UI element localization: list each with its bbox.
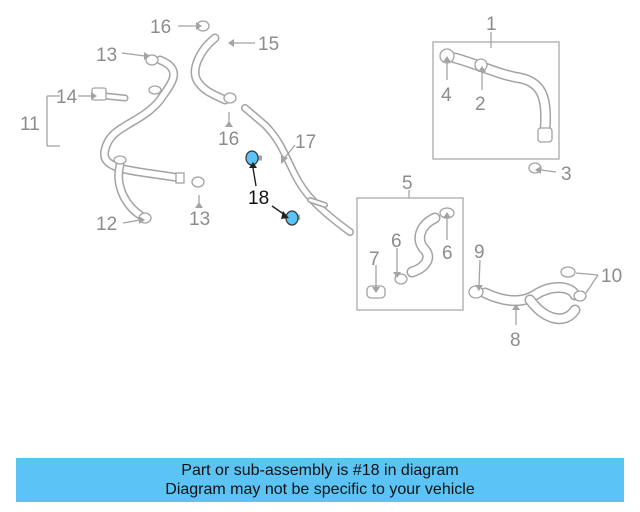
- callout-14: 14: [56, 87, 78, 108]
- callout-15: 15: [258, 34, 279, 55]
- banner-line-2: Diagram may not be specific to your vehi…: [165, 481, 475, 498]
- callout-9: 9: [474, 242, 485, 263]
- callout-4: 4: [441, 85, 452, 106]
- callout-3: 3: [561, 164, 572, 185]
- callout-8: 8: [510, 330, 521, 351]
- banner-line-1: Part or sub-assembly is #18 in diagram: [181, 462, 459, 479]
- hose-kit-box-1: [432, 41, 560, 174]
- leader-lines: [46, 25, 599, 325]
- callout-10: 10: [601, 266, 622, 287]
- callout-13-lower: 13: [189, 209, 210, 230]
- callout-12: 12: [96, 214, 117, 235]
- callout-16-lower: 16: [218, 129, 239, 150]
- hose-15: [190, 20, 237, 105]
- callout-13: 13: [96, 45, 117, 66]
- info-banner: Part or sub-assembly is #18 in diagram D…: [16, 458, 624, 502]
- callout-11: 11: [20, 114, 40, 135]
- callout-1: 1: [486, 14, 497, 35]
- callout-6-right: 6: [442, 243, 453, 264]
- hose-assembly-11: [91, 54, 205, 224]
- callout-2: 2: [475, 94, 486, 115]
- callout-16: 16: [150, 17, 171, 38]
- part-18-bolts: [245, 150, 301, 226]
- callout-5: 5: [402, 173, 413, 194]
- arrowheads: [91, 22, 541, 310]
- callout-6: 6: [391, 231, 402, 252]
- callout-7: 7: [369, 249, 380, 270]
- hose-8: [468, 266, 587, 325]
- coolant-pipe-17: [241, 104, 354, 236]
- callout-numbers: 16 13 14 11 12 13 15 16 17 18 1 4 2 3 5 …: [20, 14, 622, 351]
- callout-18: 18: [248, 188, 269, 209]
- parts-diagram: 16 13 14 11 12 13 15 16 17 18 1 4 2 3 5 …: [20, 14, 622, 351]
- callout-17: 17: [295, 132, 316, 153]
